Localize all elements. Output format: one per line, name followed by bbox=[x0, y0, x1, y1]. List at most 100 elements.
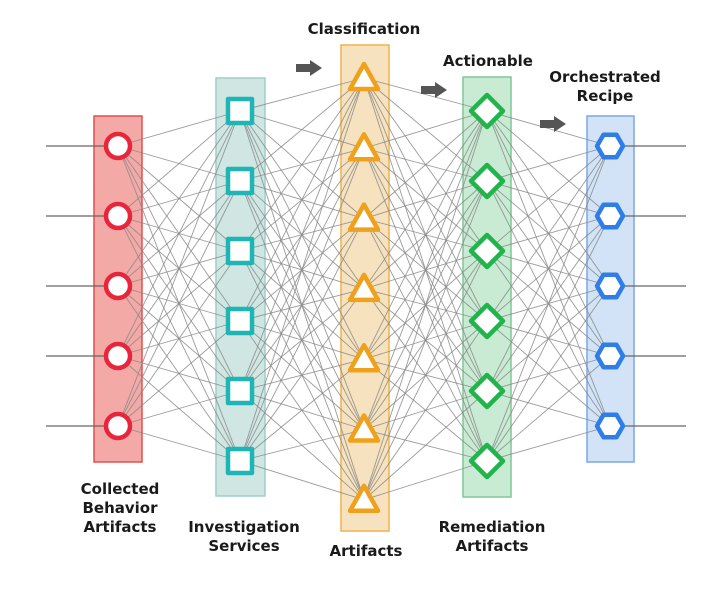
label-orchestrated-line2: Recipe bbox=[576, 87, 634, 105]
node-square-icon bbox=[225, 96, 255, 126]
label-classification-artifacts-text: Artifacts bbox=[329, 542, 403, 560]
node-circle-icon bbox=[103, 411, 133, 441]
label-collected-line1: Collected bbox=[80, 480, 160, 498]
node-triangle-icon bbox=[347, 413, 381, 443]
edge bbox=[363, 110, 488, 149]
node-diamond-icon bbox=[468, 92, 506, 130]
label-actionable-text: Actionable bbox=[443, 52, 533, 70]
label-investigation-line1: Investigation bbox=[188, 518, 300, 536]
edge bbox=[117, 425, 241, 462]
edge bbox=[486, 215, 611, 462]
node-diamond-icon bbox=[468, 442, 506, 480]
layer-nodes bbox=[103, 61, 626, 514]
edge bbox=[239, 77, 365, 392]
edge bbox=[486, 145, 611, 182]
edge bbox=[239, 460, 365, 501]
edge bbox=[363, 390, 488, 501]
label-classification: Classification bbox=[296, 20, 432, 39]
label-collected-line2: Behavior bbox=[82, 499, 158, 517]
node-circle-icon bbox=[103, 131, 133, 161]
edge bbox=[363, 77, 488, 112]
node-triangle-icon bbox=[347, 483, 381, 514]
node-hexagon-icon bbox=[594, 202, 626, 230]
edge bbox=[486, 145, 611, 462]
flow-arrow-icon bbox=[421, 82, 447, 98]
label-remediation-line1: Remediation bbox=[438, 518, 546, 536]
flow-arrow-icon bbox=[296, 60, 322, 76]
edge bbox=[239, 77, 365, 182]
label-collected-behavior-artifacts: Collected Behavior Artifacts bbox=[62, 480, 178, 537]
edge bbox=[239, 148, 365, 462]
edge bbox=[363, 250, 488, 500]
edge bbox=[239, 429, 365, 462]
edge bbox=[363, 110, 488, 290]
node-triangle-icon bbox=[347, 132, 381, 162]
node-diamond-icon bbox=[468, 162, 506, 200]
label-investigation-services: Investigation Services bbox=[176, 518, 312, 556]
edge bbox=[486, 145, 611, 322]
edge bbox=[486, 425, 611, 462]
label-orchestrated-recipe: Orchestrated Recipe bbox=[535, 68, 675, 106]
label-investigation-line2: Services bbox=[208, 537, 280, 555]
edge bbox=[117, 110, 241, 427]
edge bbox=[363, 180, 488, 500]
node-triangle-icon bbox=[347, 61, 381, 92]
label-remediation-artifacts: Remediation Artifacts bbox=[424, 518, 560, 556]
node-diamond-icon bbox=[468, 232, 506, 270]
edge bbox=[486, 145, 611, 392]
label-classification-artifacts: Artifacts bbox=[316, 542, 416, 561]
node-triangle-icon bbox=[347, 202, 381, 232]
node-hexagon-icon bbox=[594, 272, 626, 300]
node-square-icon bbox=[225, 236, 255, 266]
node-hexagon-icon bbox=[594, 342, 626, 370]
edge bbox=[117, 110, 241, 147]
node-circle-icon bbox=[103, 271, 133, 301]
edge bbox=[363, 320, 488, 501]
node-triangle-icon bbox=[347, 272, 381, 303]
node-square-icon bbox=[225, 306, 255, 336]
node-hexagon-icon bbox=[594, 412, 626, 440]
label-actionable: Actionable bbox=[432, 52, 544, 71]
flow-arrow-icon bbox=[540, 116, 566, 132]
connection-edges bbox=[117, 77, 611, 501]
label-classification-text: Classification bbox=[307, 20, 421, 38]
node-circle-icon bbox=[103, 341, 133, 371]
edge bbox=[486, 355, 611, 462]
edge bbox=[117, 110, 241, 357]
node-diamond-icon bbox=[468, 302, 506, 340]
edge bbox=[363, 110, 488, 360]
label-collected-line3: Artifacts bbox=[83, 518, 157, 536]
edge bbox=[117, 180, 241, 427]
edge bbox=[239, 77, 365, 322]
edge bbox=[239, 77, 365, 462]
edge bbox=[239, 218, 365, 462]
edge bbox=[363, 460, 488, 501]
node-square-icon bbox=[225, 376, 255, 406]
label-remediation-line2: Artifacts bbox=[455, 537, 529, 555]
edge bbox=[117, 110, 241, 217]
edge bbox=[486, 145, 611, 252]
edge bbox=[363, 110, 488, 219]
edge bbox=[117, 250, 241, 427]
node-square-icon bbox=[225, 446, 255, 476]
edge bbox=[363, 110, 488, 500]
edge bbox=[117, 390, 241, 427]
label-orchestrated-line1: Orchestrated bbox=[549, 68, 661, 86]
edge bbox=[239, 358, 365, 462]
node-triangle-icon bbox=[347, 342, 381, 373]
node-square-icon bbox=[225, 166, 255, 196]
node-diamond-icon bbox=[468, 372, 506, 410]
edge bbox=[486, 285, 611, 462]
flow-arrows bbox=[296, 60, 566, 132]
node-circle-icon bbox=[103, 201, 133, 231]
band-investigation bbox=[215, 77, 266, 497]
edge bbox=[117, 320, 241, 427]
edge bbox=[363, 110, 488, 430]
edge bbox=[239, 77, 365, 112]
edge bbox=[117, 110, 241, 287]
node-hexagon-icon bbox=[594, 132, 626, 160]
edge bbox=[239, 288, 365, 462]
edge bbox=[239, 77, 365, 252]
